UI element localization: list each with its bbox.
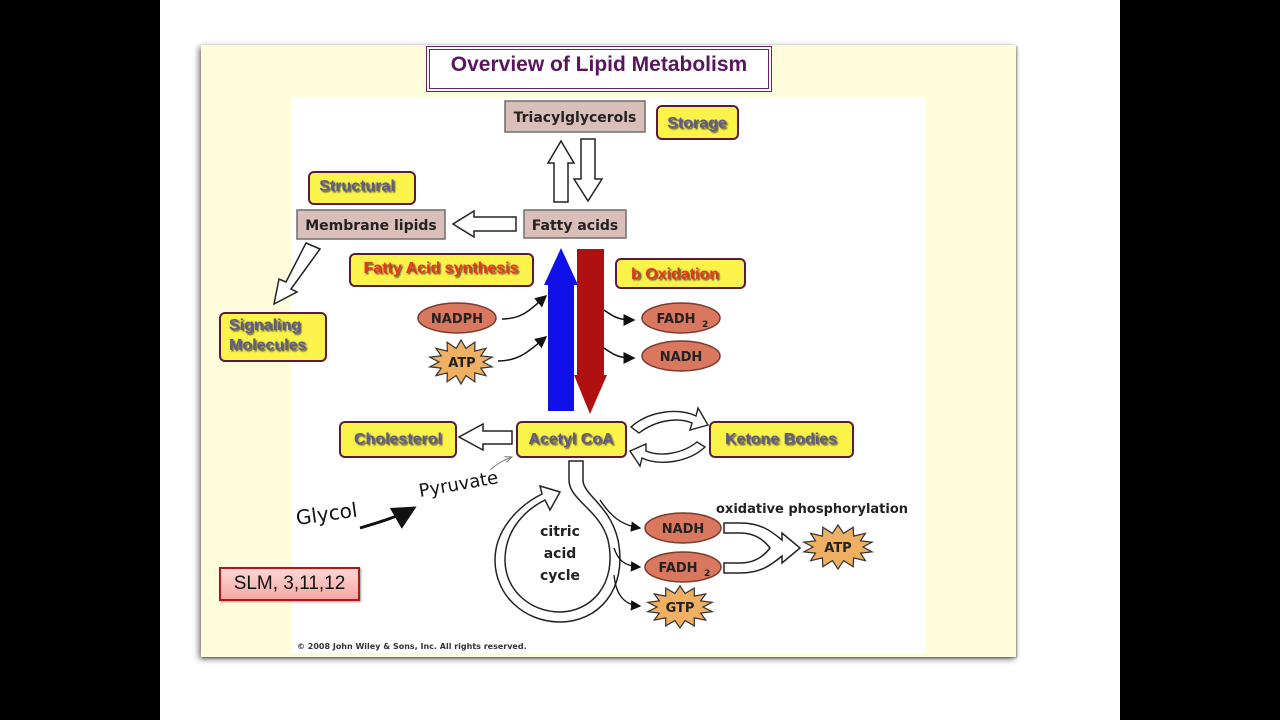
cofactor-fadh2-beta: FADH 2 (641, 302, 721, 334)
citric-acid-cycle: citric acid cycle (494, 460, 621, 623)
membrane-lipids-label: Membrane lipids (305, 218, 437, 234)
label-ketone-bodies: Ketone Bodies (709, 421, 854, 458)
tca-gtp-arrow (613, 574, 642, 611)
nadh-beta-label: NADH (660, 350, 703, 365)
fadh2-tca-label: FADH (658, 561, 697, 576)
ketone-bodies-label: Ketone Bodies (725, 431, 837, 448)
fadh2-tca-subscript: 2 (704, 569, 710, 579)
handwritten-thin-arrow (489, 457, 512, 471)
ketone-exchange-arrows (628, 406, 710, 468)
oxphos-merge-arrow (723, 522, 802, 574)
beta-oxidation-arrow (574, 249, 607, 414)
fadh2-output-arrow (603, 309, 636, 326)
label-signaling-molecules: Signaling Molecules (219, 312, 327, 362)
tca-fadh2-arrow (613, 547, 642, 572)
node-triacylglycerols: Triacylglycerols (504, 100, 646, 133)
fatty-acid-synthesis-arrow (544, 248, 578, 411)
fadh2-beta-subscript: 2 (702, 320, 708, 330)
structural-label: Structural (319, 178, 395, 195)
tca-entry-loop (494, 460, 621, 623)
curved-arrow-to-ketone (629, 406, 710, 434)
acid-label: acid (544, 546, 577, 562)
hollow-arrow-up (546, 139, 576, 203)
hollow-arrow-to-membrane-lipids (451, 209, 517, 239)
hollow-arrow-down (572, 138, 604, 203)
curved-arrow-from-ketone (628, 441, 707, 468)
cofactor-fadh2-tca: FADH 2 (644, 551, 722, 583)
fatty-acid-synthesis-label: Fatty Acid synthesis (363, 260, 518, 277)
hollow-arrow-to-cholesterol (457, 422, 513, 452)
atp-synthesis-label: ATP (448, 356, 475, 371)
citric-label: citric (540, 524, 580, 540)
title-inner-border (429, 49, 769, 89)
fadh2-beta-label: FADH (656, 312, 695, 327)
tag-fattyacid-exchange-arrows (546, 138, 604, 203)
atp-star-shape (427, 338, 495, 386)
cofactor-gtp: GTP (645, 584, 715, 630)
acetyl-coa-label: Acetyl CoA (528, 431, 614, 448)
gtp-label: GTP (666, 601, 695, 616)
label-cholesterol: Cholesterol (339, 421, 457, 458)
handwritten-arrow (359, 506, 417, 530)
triacylglycerols-label: Triacylglycerols (514, 110, 637, 126)
handwritten-annotation: Glycol Pyruvate (294, 457, 512, 530)
slide-title-box: Overview of Lipid Metabolism (426, 46, 772, 92)
storage-label: Storage (667, 115, 727, 132)
b-oxidation-label: b Oxidation (631, 266, 719, 283)
atp-oxphos-label: ATP (824, 541, 851, 556)
cofactor-atp-synthesis: ATP (427, 338, 495, 386)
fatty-acids-label: Fatty acids (532, 218, 618, 234)
nadph-input-arrow (501, 295, 548, 320)
slide-title: Overview of Lipid Metabolism (450, 53, 748, 76)
atp-input-arrow (497, 336, 548, 362)
hollow-arrow-to-signaling (272, 242, 322, 306)
oxidative-phosphorylation-label: oxidative phosphorylation (716, 502, 908, 517)
nadh-output-arrow (603, 347, 636, 364)
reference-box: SLM, 3,11,12 (219, 567, 360, 601)
cholesterol-label: Cholesterol (354, 431, 442, 448)
nadph-label: NADPH (431, 312, 483, 327)
handwritten-glycol: Glycol (294, 498, 358, 530)
reference-text: SLM, 3,11,12 (233, 573, 346, 594)
gtp-star-shape (645, 584, 715, 630)
label-structural: Structural (308, 171, 416, 205)
cofactor-nadh-beta: NADH (641, 340, 721, 372)
cofactor-atp-oxphos: ATP (801, 523, 875, 571)
cofactor-nadph: NADPH (417, 302, 497, 334)
tca-nadh-arrow (599, 499, 642, 532)
label-storage: Storage (656, 105, 739, 140)
label-fatty-acid-synthesis: Fatty Acid synthesis (349, 253, 534, 287)
signaling-label-line1: Signaling (229, 317, 301, 334)
cycle-label: cycle (540, 568, 580, 584)
node-fatty-acids: Fatty acids (523, 209, 627, 239)
nadh-tca-label: NADH (662, 522, 705, 537)
node-membrane-lipids: Membrane lipids (296, 209, 446, 240)
label-b-oxidation: b Oxidation (615, 258, 746, 289)
copyright-text: © 2008 John Wiley & Sons, Inc. All right… (297, 642, 527, 651)
cofactor-nadh-tca: NADH (644, 512, 722, 544)
node-acetyl-coa: Acetyl CoA (516, 421, 627, 458)
atp-oxphos-star-shape (801, 523, 875, 571)
signaling-label-line2: Molecules (229, 337, 306, 354)
handwritten-pyruvate: Pyruvate (417, 467, 500, 502)
